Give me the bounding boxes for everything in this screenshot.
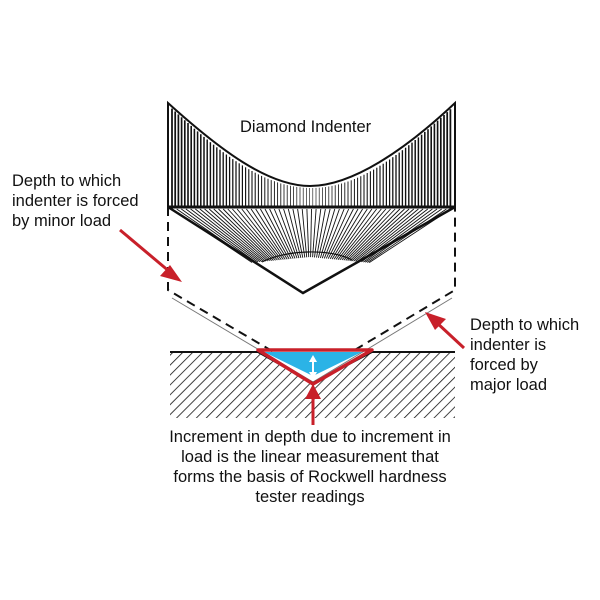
cone-line <box>314 208 322 258</box>
cone-line <box>355 208 419 262</box>
cone-line <box>260 208 290 260</box>
indenter-label: Diamond Indenter <box>240 118 372 136</box>
increment-label: Increment in depth due to increment in l… <box>169 428 451 506</box>
cone-line <box>218 208 272 262</box>
cone-line <box>199 208 265 262</box>
cone-line <box>367 208 447 263</box>
cone-line <box>195 208 263 262</box>
cone-line <box>327 208 354 259</box>
cone-line <box>297 208 306 258</box>
minor-load-label: Depth to which indenter is forced by min… <box>12 172 139 230</box>
cone-line <box>241 208 282 260</box>
cone-line <box>264 208 292 260</box>
cone-line <box>337 208 377 260</box>
cone-line <box>312 208 317 258</box>
cone-line <box>339 208 382 261</box>
increment-arrow <box>305 384 321 425</box>
cone-line <box>246 208 284 260</box>
cone-line <box>222 208 274 261</box>
cone-line <box>319 208 336 259</box>
cone-line <box>269 208 294 259</box>
cone-line <box>278 208 298 259</box>
minor-load-arrow <box>119 228 182 282</box>
cone-line <box>190 208 261 263</box>
cone-line <box>343 208 391 261</box>
cone-line <box>213 208 270 262</box>
depth-increment <box>256 348 374 386</box>
cone-line <box>361 208 433 263</box>
cone-line <box>250 208 286 260</box>
cone-line <box>329 208 359 260</box>
cone-line <box>181 208 257 263</box>
cone-line <box>236 208 280 261</box>
cone-line <box>232 208 278 261</box>
cone-line <box>365 208 442 263</box>
cone-line <box>341 208 387 261</box>
diamond-indenter <box>167 100 456 295</box>
cone-line <box>306 208 310 258</box>
cone-line <box>301 208 308 258</box>
cone-line <box>345 208 396 261</box>
cone-line <box>171 208 253 263</box>
cone-line <box>331 208 363 260</box>
cone-line <box>347 208 401 261</box>
indenter-hatching <box>171 108 452 206</box>
cone-line <box>317 208 331 258</box>
cone-line <box>363 208 438 263</box>
cone-line <box>176 208 255 263</box>
cone-line <box>292 208 304 258</box>
cone-line <box>208 208 268 262</box>
cone-line <box>333 208 368 260</box>
cone-line <box>310 208 312 258</box>
depth-increment-border <box>256 348 374 386</box>
cone-line <box>287 208 302 259</box>
cone-line <box>283 208 300 259</box>
cone-line <box>204 208 266 262</box>
cone-line <box>351 208 410 262</box>
cone-line <box>357 208 424 262</box>
double-headed-arrow-icon <box>309 355 317 379</box>
major-load-label: Depth to which indenter is forced by maj… <box>470 316 580 394</box>
cone-line <box>349 208 405 262</box>
major-load-arrow <box>425 312 466 350</box>
cone-line <box>335 208 373 260</box>
cone-line <box>359 208 429 263</box>
cone-line <box>273 208 296 259</box>
cone-line <box>325 208 350 259</box>
cone-line <box>368 208 452 263</box>
cone-line <box>185 208 259 263</box>
cone-line <box>353 208 415 262</box>
cone-hatching <box>171 208 452 263</box>
cone-line <box>255 208 288 260</box>
cone-line <box>323 208 345 259</box>
cone-line <box>321 208 340 259</box>
cone-line <box>227 208 276 261</box>
cone-line <box>316 208 326 258</box>
